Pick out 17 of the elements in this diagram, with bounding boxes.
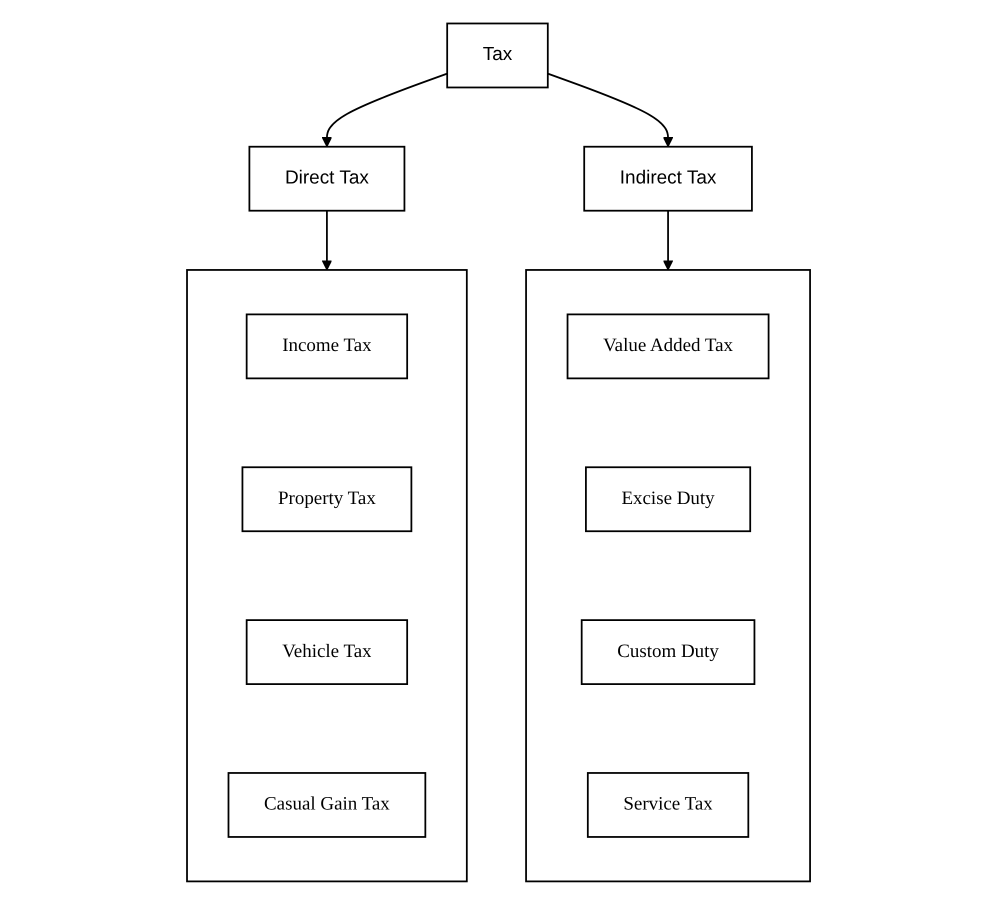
arrow bbox=[322, 210, 332, 270]
node-box: Direct Tax bbox=[248, 145, 406, 212]
arrow bbox=[662, 210, 674, 270]
node-box: Vehicle Tax bbox=[246, 618, 408, 685]
node-box: Indirect Tax bbox=[583, 145, 753, 212]
node-box: Casual Gain Tax bbox=[228, 772, 426, 838]
node-box: Property Tax bbox=[242, 466, 412, 532]
cluster bbox=[525, 268, 811, 882]
node-box: Income Tax bbox=[246, 313, 408, 379]
arrow bbox=[547, 72, 674, 147]
node-box: Custom Duty bbox=[580, 618, 756, 685]
node-box: Service Tax bbox=[586, 772, 750, 838]
node-box: Value Added Tax bbox=[566, 313, 770, 379]
node-box: Excise Duty bbox=[584, 466, 752, 532]
arrow bbox=[322, 72, 448, 147]
node-box: Tax bbox=[446, 22, 549, 88]
cluster bbox=[186, 268, 468, 882]
